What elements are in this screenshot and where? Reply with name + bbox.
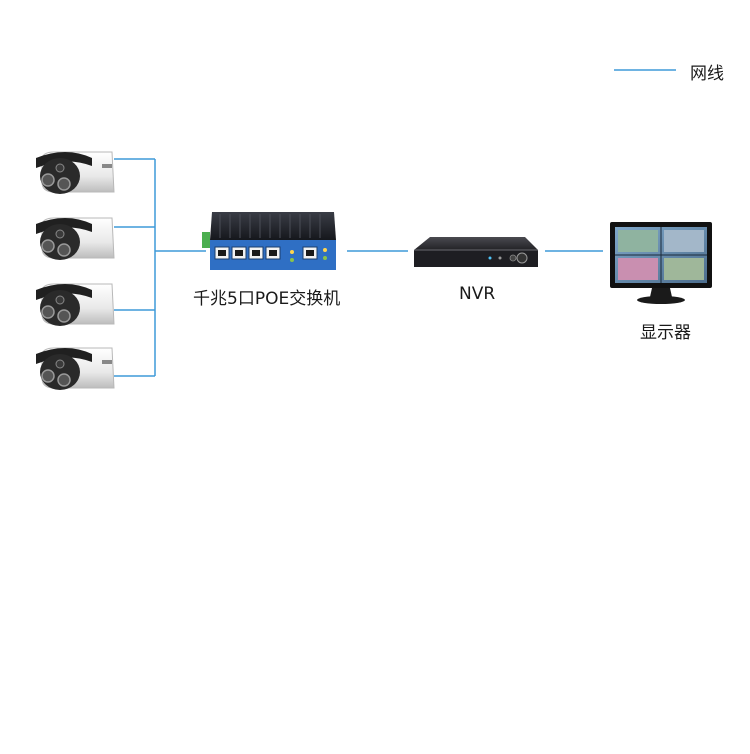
- camera-4: [36, 347, 115, 390]
- camera-2: [36, 217, 115, 260]
- nvr-label: NVR: [459, 284, 496, 304]
- switch-label: 千兆5口POE交换机: [193, 289, 341, 309]
- monitor-icon: [610, 222, 712, 304]
- legend-label: 网线: [690, 64, 724, 84]
- poe-switch-icon: [202, 212, 336, 270]
- nvr-icon: [414, 237, 538, 267]
- camera-1: [36, 151, 115, 194]
- monitor-label: 显示器: [640, 323, 691, 343]
- cables: [114, 158, 603, 377]
- camera-3: [36, 283, 115, 326]
